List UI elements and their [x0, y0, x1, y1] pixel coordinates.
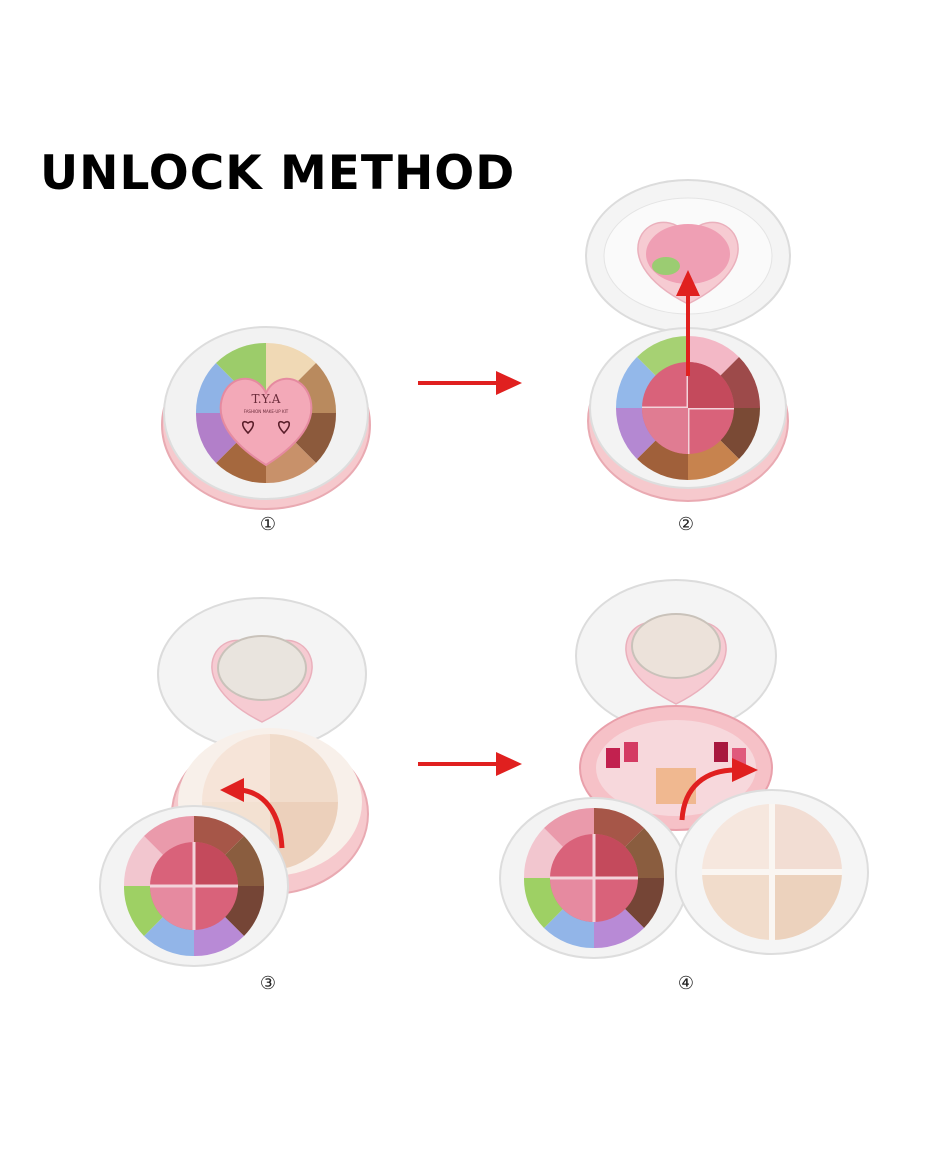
step-4-palettes-spread	[499, 579, 869, 959]
step-3-number: ③	[259, 973, 277, 994]
curved-arrow-icon	[679, 758, 758, 821]
step-3-palette-rotate	[99, 597, 369, 967]
heart-lid	[219, 377, 313, 467]
step-2-number: ②	[677, 514, 695, 535]
brand-tagline: FASHION MAKE-UP KIT	[244, 409, 289, 414]
arrow-right-icon	[418, 752, 522, 776]
page-title: UNLOCK METHOD	[40, 146, 516, 201]
curved-arrow-icon	[220, 778, 285, 849]
step-4-number: ④	[677, 973, 695, 994]
step-1-closed-compact: T.Y.A FASHION MAKE-UP KIT	[161, 326, 371, 510]
arrow-up-icon	[676, 270, 700, 376]
heart-ornament-icon	[241, 420, 291, 435]
brand-logo: T.Y.A	[252, 392, 281, 406]
step-2-lid-lifted	[585, 179, 791, 502]
mirror	[217, 635, 307, 701]
sponge	[656, 768, 696, 804]
mirror	[631, 613, 721, 679]
arrow-right-icon	[418, 371, 522, 395]
step-1-number: ①	[259, 514, 277, 535]
